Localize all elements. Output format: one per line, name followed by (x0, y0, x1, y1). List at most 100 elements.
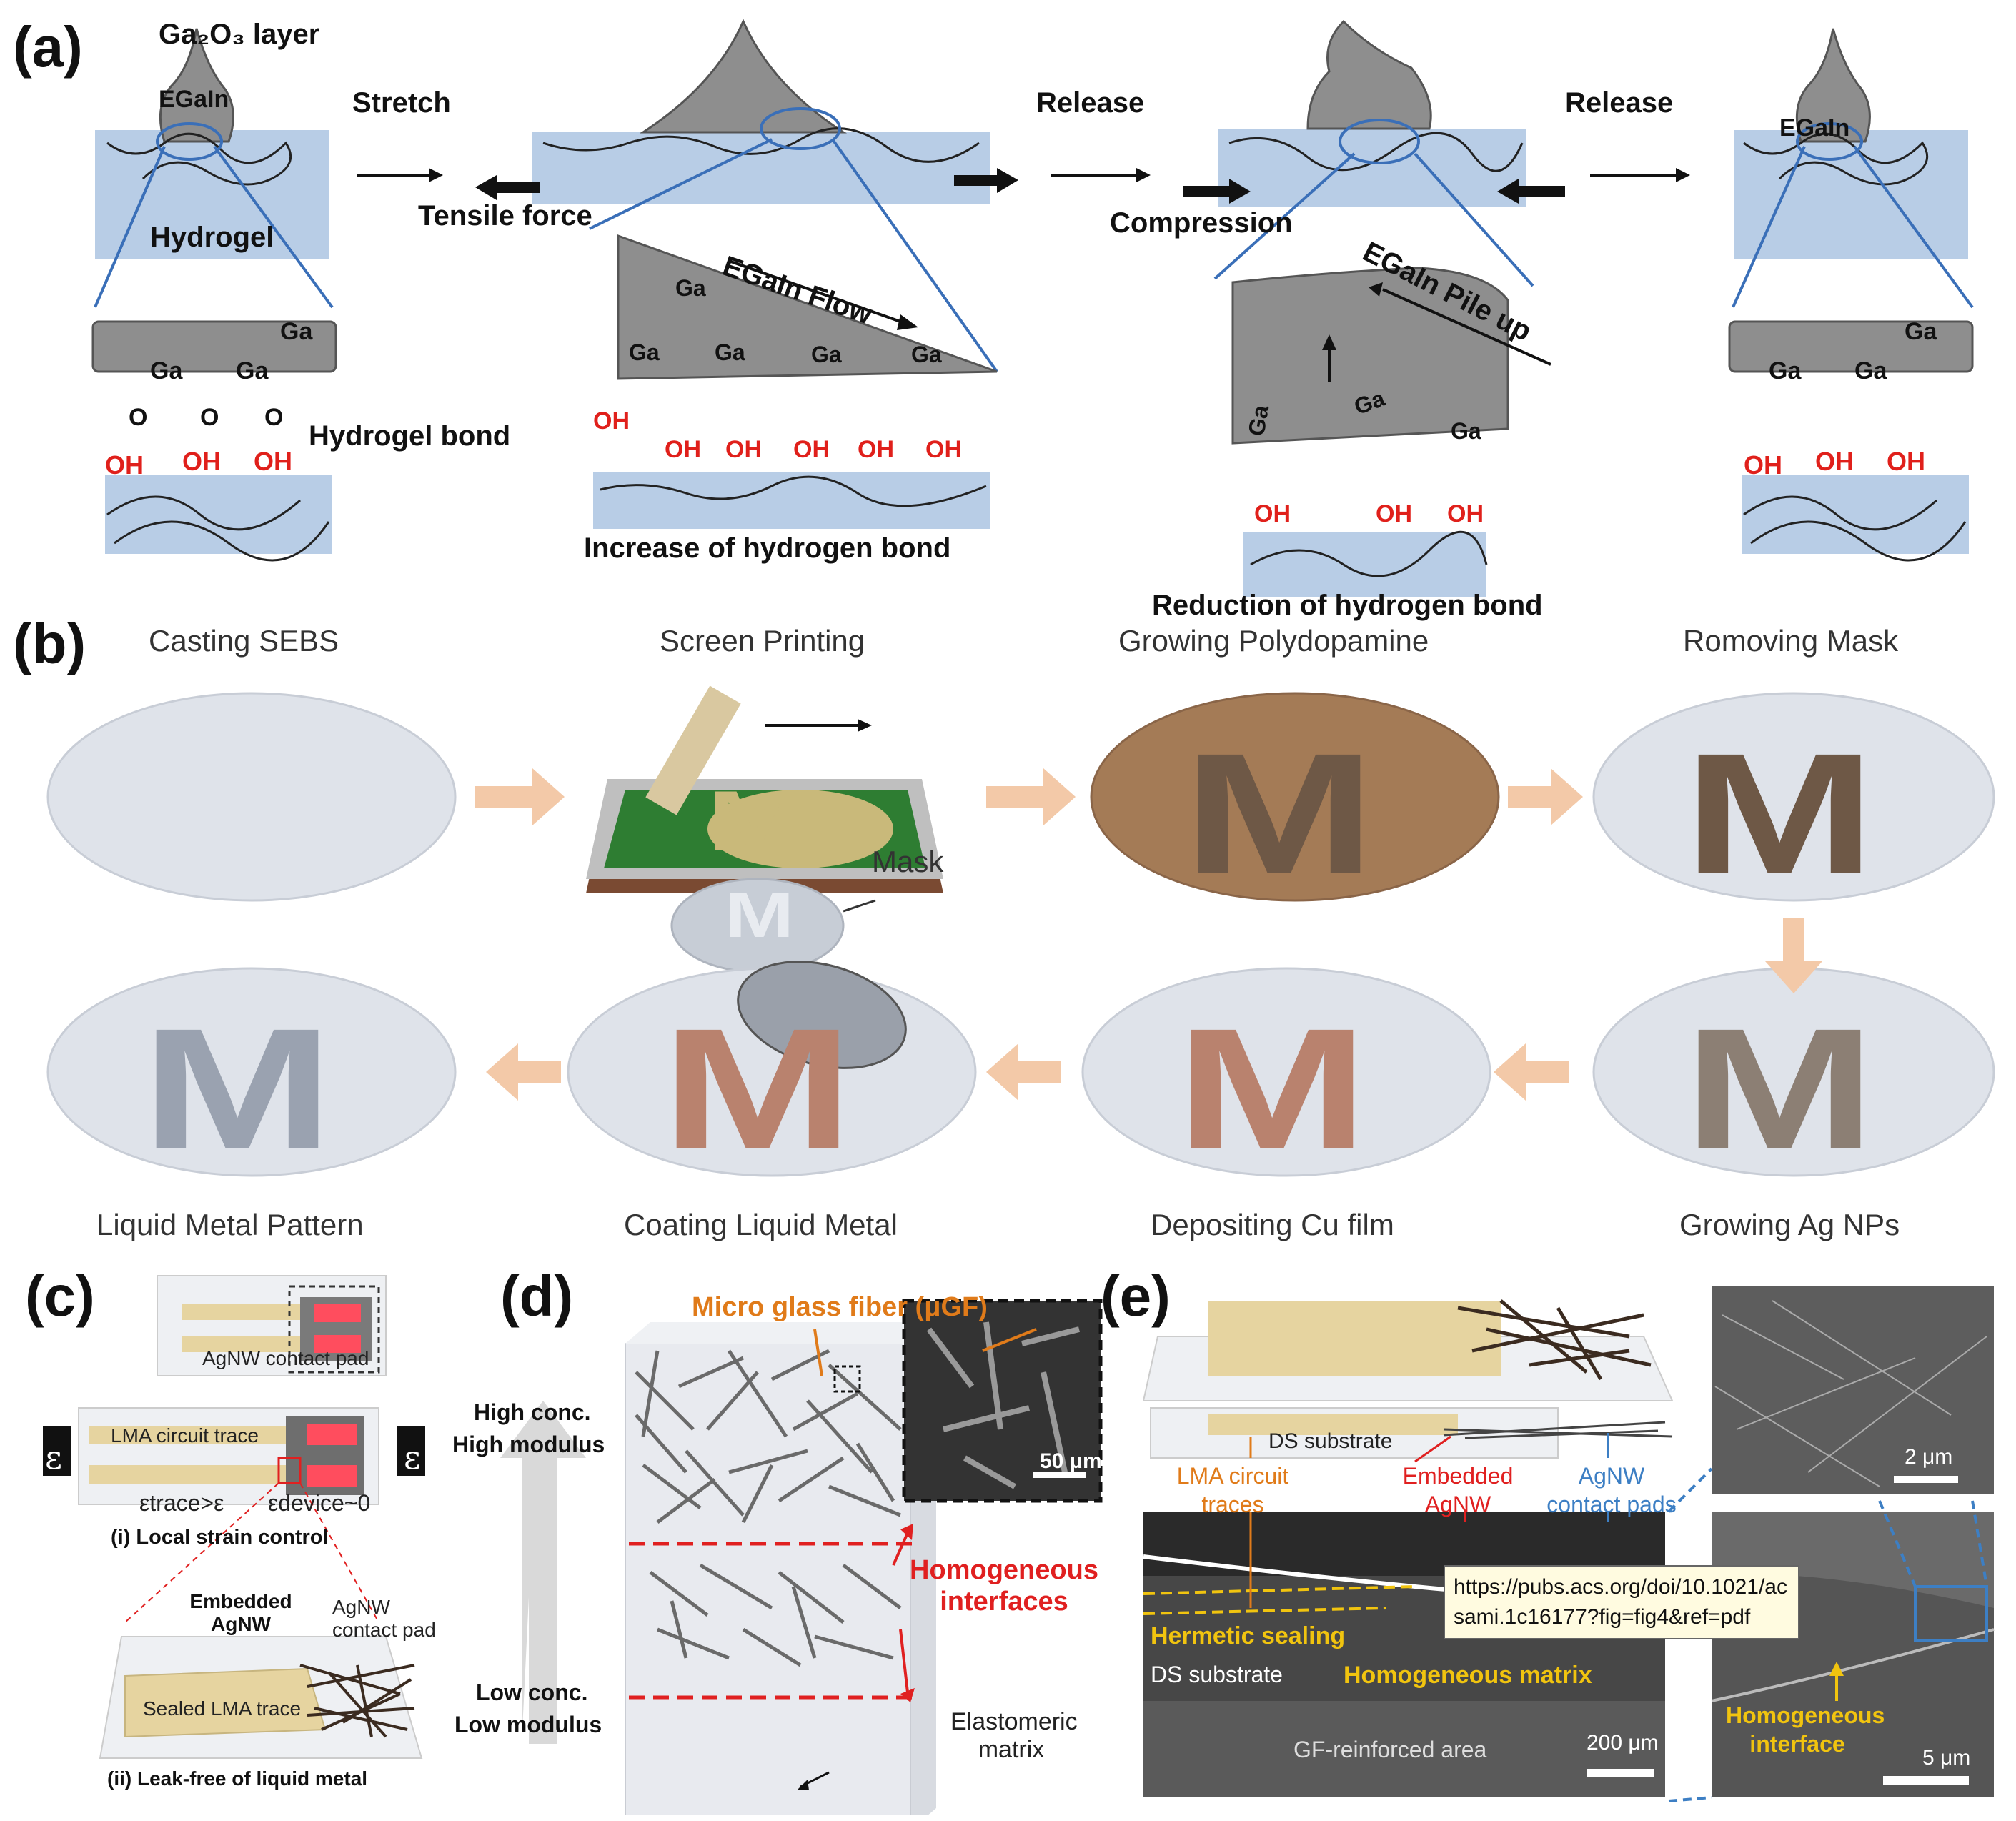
disk-cu-film (1081, 967, 1491, 1177)
step-growing-polydopamine: Growing Polydopamine (1118, 624, 1429, 658)
high-modulus-label: High modulus (452, 1432, 605, 1457)
ga-label: Ga (811, 342, 842, 367)
low-modulus-label: Low modulus (455, 1712, 602, 1737)
oh-label: OH (725, 436, 762, 463)
scale-5um: 5 μm (1922, 1746, 1971, 1770)
m-ag-nps: M (1683, 993, 1876, 1184)
embedded-agnw-label: Embedded AgNW (189, 1590, 292, 1635)
disk-polydopamine (1090, 692, 1500, 902)
panel-b-figure (46, 685, 1995, 1177)
arrow-step-6 (986, 1043, 1061, 1101)
arrow-step-7 (486, 1043, 561, 1101)
ds-substrate-label: DS substrate (1268, 1429, 1393, 1453)
panel-c-letter: (c) (25, 1264, 95, 1328)
oh-label: OH (858, 436, 894, 463)
eps-trace-label: εtrace>ε (139, 1490, 224, 1516)
sem-inset-top (1712, 1286, 1994, 1494)
ga-label: Ga (236, 357, 269, 384)
egain-pile (1231, 267, 1509, 445)
ga-label: Ga (675, 275, 706, 301)
homogeneous-interfaces-label: Homogeneous interfaces (910, 1555, 1098, 1617)
hermetic-label: Hermetic sealing (1151, 1622, 1346, 1649)
scale-200um: 200 μm (1587, 1731, 1659, 1755)
oh-label: OH (1376, 500, 1412, 527)
panel-a-figure (91, 19, 1974, 597)
o-label: O (264, 404, 284, 431)
egain-droplet-4 (1795, 28, 1871, 143)
ga-label: Ga (1769, 357, 1802, 384)
m-cu-film: M (1176, 993, 1369, 1184)
oh-label: OH (1254, 500, 1291, 527)
egain-droplet-2 (639, 19, 848, 134)
arrow-step-3 (1508, 768, 1583, 825)
oh-label: OH (593, 407, 630, 435)
o-label: O (200, 404, 219, 431)
hydrogel-block-4 (1734, 130, 1968, 259)
disk-removing-mask (1592, 692, 1995, 902)
egain-block-1 (91, 320, 337, 373)
step-removing-mask: Romoving Mask (1683, 624, 1899, 658)
oh-label: OH (105, 450, 144, 480)
step-casting-sebs: Casting SEBS (149, 624, 339, 658)
ds-substrate-sem-label: DS substrate (1151, 1662, 1283, 1687)
oh-label: OH (182, 447, 221, 476)
egain-droplet-3 (1306, 19, 1432, 130)
m-polydopamine: M (1183, 718, 1376, 909)
release-label-1: Release (1036, 87, 1145, 119)
hydrogel-zoom-4 (1742, 475, 1969, 554)
oh-label: OH (1815, 447, 1854, 476)
disk-casting-sebs (46, 692, 457, 902)
panel-e-letter: (e) (1101, 1264, 1171, 1328)
ga2o3-layer-label: Ga₂O₃ layer (159, 19, 320, 50)
link-tooltip[interactable]: https://pubs.acs.org/doi/10.1021/acsami.… (1444, 1565, 1799, 1639)
oh-label: OH (1744, 450, 1782, 480)
hydrogel-block-2 (532, 132, 990, 204)
panel-e-figure (1142, 1286, 1995, 1802)
ga-label: Ga (1854, 357, 1887, 384)
local-strain-label: (i) Local strain control (111, 1526, 329, 1549)
oh-label: OH (793, 436, 830, 463)
panel-b-letter: (b) (13, 612, 86, 675)
m-printed: M (707, 773, 800, 869)
m-mask: M (724, 880, 795, 951)
micro-glass-fiber-label: Micro glass fiber (μGF) (692, 1292, 988, 1322)
low-conc-label: Low conc. (476, 1679, 588, 1705)
liquid-metal-droplet (737, 961, 907, 1069)
hydrogel-zoom-2 (593, 472, 990, 529)
stretch-label: Stretch (352, 87, 451, 119)
ga-label: Ga (1451, 418, 1481, 444)
egain-label-4: EGaIn (1779, 114, 1850, 142)
release-label-2: Release (1565, 87, 1674, 119)
eps-device-label: εdevice~0 (268, 1490, 371, 1516)
homog-interface-label: Homogeneous interface (1726, 1702, 1885, 1757)
ga-label: Ga (1243, 403, 1274, 438)
step-depositing-cu: Depositing Cu film (1151, 1208, 1394, 1241)
m-coating-lm: M (661, 993, 854, 1184)
ga-label: Ga (911, 342, 942, 367)
egain-droplet-1 (159, 28, 234, 143)
elastomeric-matrix-label: Elastomeric matrix (950, 1708, 1078, 1763)
lma-traces-label: LMA circuit traces (1176, 1463, 1289, 1517)
panel-a-letter: (a) (13, 15, 83, 79)
agnw-contact-pad-label: AgNW contact pad (202, 1347, 369, 1369)
panel-d-figure (500, 1299, 1103, 1815)
egain-label-1: EGaIn (159, 86, 229, 113)
step-screen-printing: Screen Printing (660, 624, 865, 658)
step-coating-lm: Coating Liquid Metal (624, 1208, 898, 1241)
oh-label: OH (1447, 500, 1484, 527)
hydrogel-zoom-1 (105, 475, 332, 554)
tensile-force-label: Tensile force (418, 200, 592, 232)
m-lm-pattern: M (141, 993, 334, 1184)
mask-label: Mask (872, 845, 944, 878)
panel-c-figure (43, 1275, 425, 1759)
gf-area-label: GF-reinforced area (1293, 1737, 1487, 1762)
epsilon-right: ε (404, 1438, 421, 1477)
oh-label: OH (254, 447, 292, 476)
disk-lm-pattern (46, 967, 457, 1177)
ga-label: Ga (715, 339, 745, 365)
panel-d-letter: (d) (500, 1264, 574, 1328)
hydrogel-label: Hydrogel (150, 222, 274, 253)
arrow-step-4 (1765, 918, 1822, 993)
ga-label: Ga (1905, 318, 1937, 345)
embedded-agnw-e-label: Embedded AgNW (1402, 1463, 1514, 1517)
